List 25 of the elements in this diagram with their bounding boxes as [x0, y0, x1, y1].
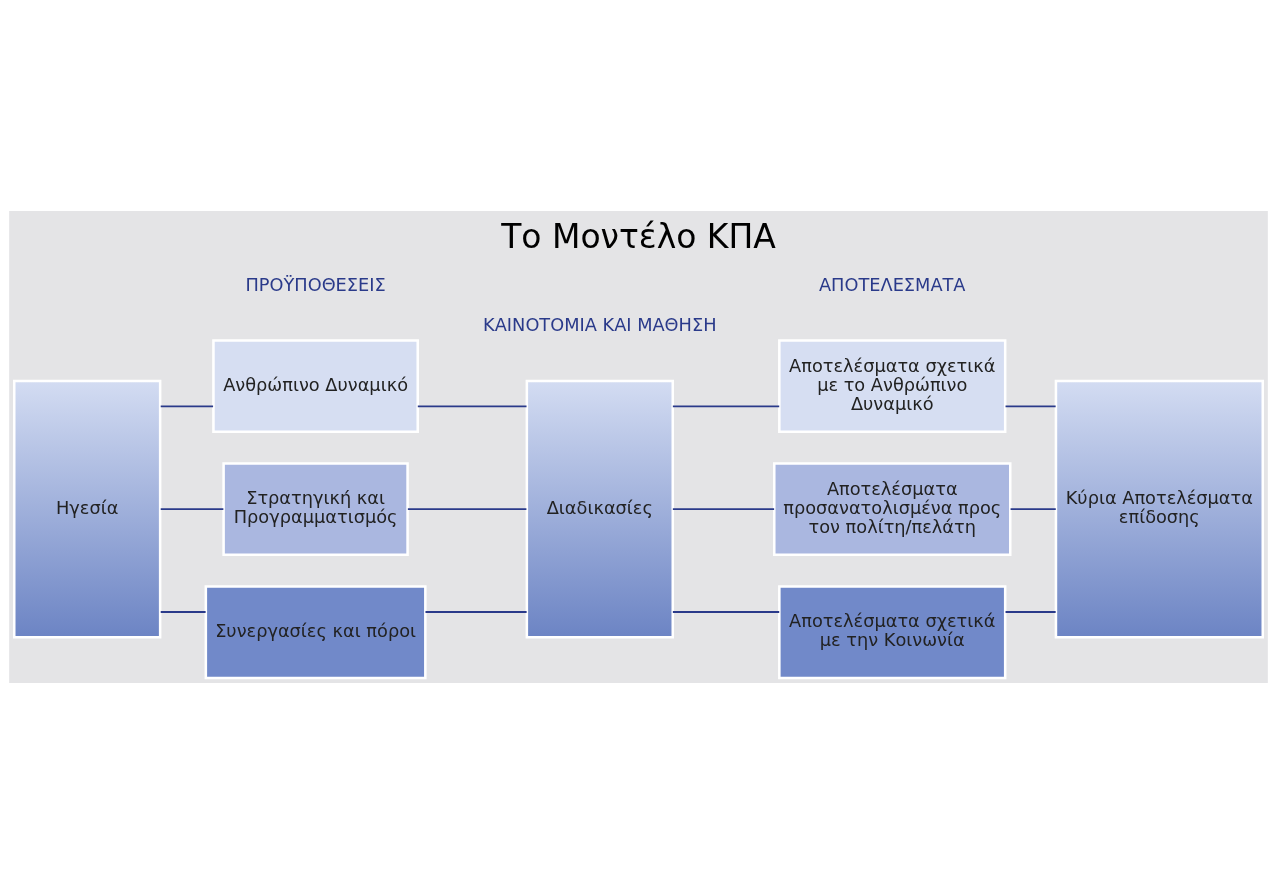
connector: [671, 508, 776, 511]
connector: [159, 611, 207, 613]
node-box: Στρατηγική και Προγραμματισμός: [222, 462, 409, 557]
label: ΚΑΙΝΟΤΟΜΙΑ ΚΑΙ ΜΑΘΗΣΗ: [483, 315, 717, 336]
node-box: Αποτελέσματα προσανατολισμένα προς τον πολίτη/πελάτη: [773, 462, 1012, 557]
connector: [416, 405, 528, 408]
connector: [159, 405, 215, 408]
connector: [424, 611, 528, 613]
node-box: Ανθρώπινο Δυναμικό: [212, 339, 419, 434]
connector: [406, 508, 528, 511]
label: ΑΠΟΤΕΛΕΣΜΑΤΑ: [818, 274, 966, 295]
diagram-title: Το Μοντέλο ΚΠΑ: [501, 216, 776, 256]
node-box: Κύρια Αποτελέσματα επίδοσης: [1054, 379, 1265, 639]
node-box: Αποτελέσματα σχετικά με την Κοινωνία: [778, 585, 1007, 680]
node-box: Συνεργασίες και πόροι: [204, 585, 427, 680]
connector: [1009, 508, 1057, 511]
connector: [1004, 405, 1057, 408]
node-box: Αποτελέσματα σχετικά με το Ανθρώπινο Δυναμικό: [778, 339, 1007, 434]
connector: [671, 611, 781, 613]
connector: [159, 508, 225, 511]
node-box: Ηγεσία: [12, 379, 162, 639]
node-box: Διαδικασίες: [525, 379, 675, 639]
connector: [1004, 611, 1057, 613]
connector: [671, 405, 781, 408]
label: ΠΡΟΫΠΟΘΕΣΕΙΣ: [245, 274, 386, 295]
